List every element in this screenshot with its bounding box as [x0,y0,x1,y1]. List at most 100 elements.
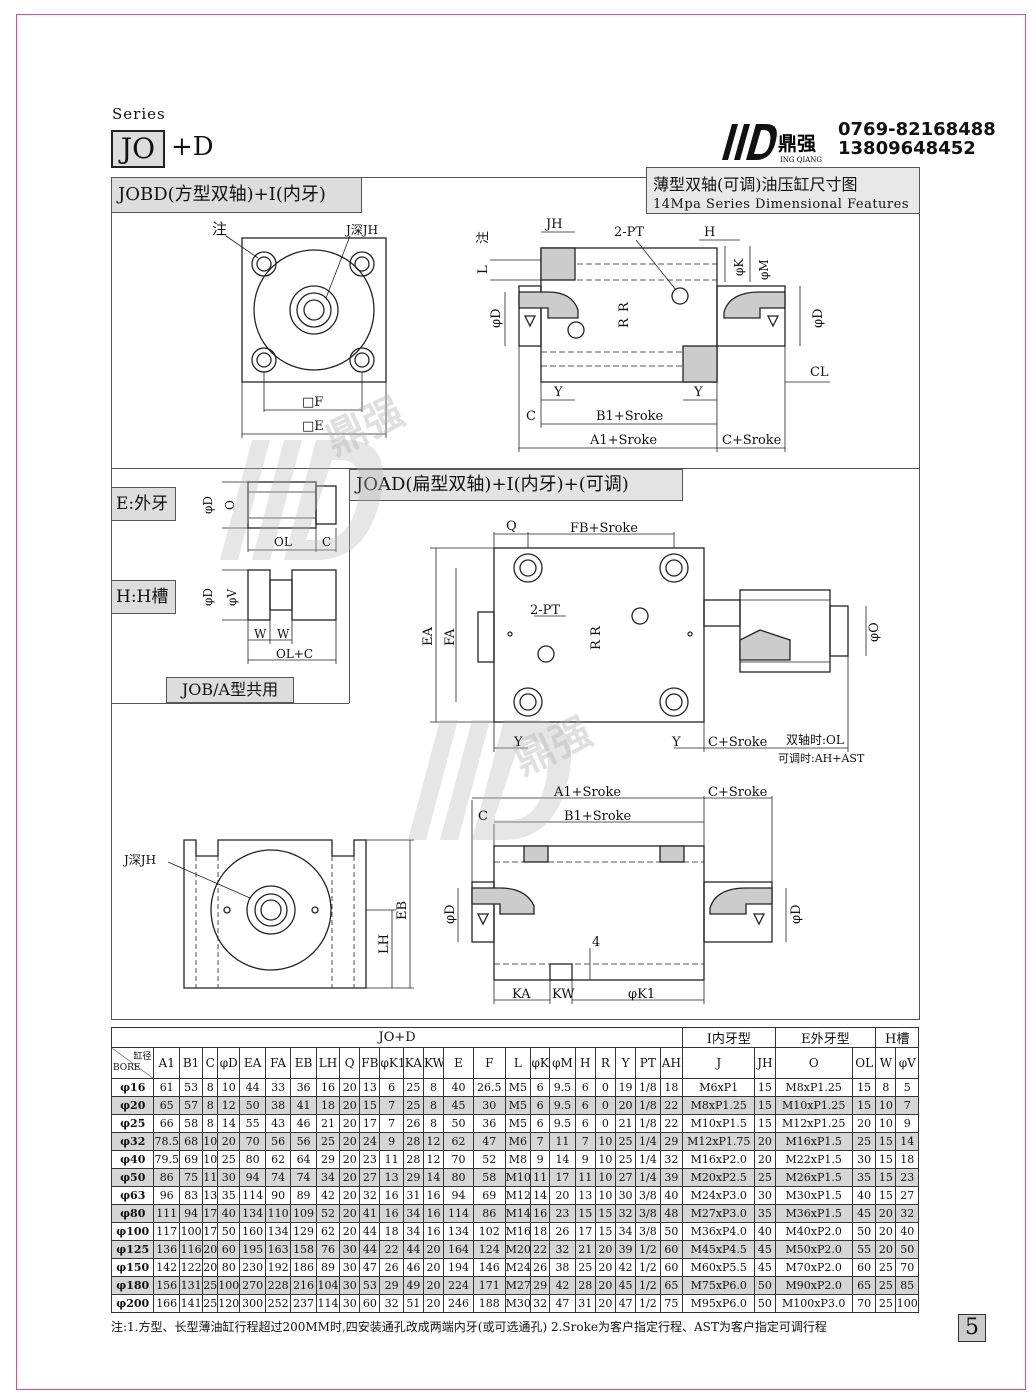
table-cell: 270 [239,1276,266,1295]
bore-cell: φ16 [110,1078,155,1097]
table-cell: 58 [178,1114,204,1133]
table-cell: 22 [659,1114,684,1133]
column-header: EA [239,1047,266,1079]
table-cell: 10 [875,1096,897,1115]
table-cell: 25 [402,1078,424,1097]
table-cell: 25 [402,1096,424,1115]
page-border [16,14,1026,1390]
table-cell: 15 [594,1222,616,1241]
table-cell: 62 [264,1150,292,1169]
table-cell: 11 [379,1150,404,1169]
column-header: EB [290,1047,317,1079]
label-2-pt-2: 2-PT [530,603,560,618]
table-cell: 40 [851,1186,877,1205]
table-cell: 9 [574,1150,596,1169]
table-cell: 40 [443,1078,474,1097]
column-header: φM [549,1047,576,1079]
table-cell: 20 [594,1276,616,1295]
table-cell: M8xP1.25 [682,1096,756,1115]
column-header: PT [635,1047,661,1079]
table-cell: 35 [217,1186,241,1205]
table-cell: 10 [594,1132,616,1151]
table-cell: M12xP1.75 [682,1132,756,1151]
table-cell: M60xP5.5 [682,1258,756,1277]
table-cell: 228 [264,1276,292,1295]
table-cell: 32 [895,1204,919,1223]
label-r-3: R [589,625,604,636]
column-header: φK [530,1047,551,1079]
table-cell: 45 [754,1240,776,1259]
table-cell: 8 [202,1096,219,1115]
table-cell: 116 [178,1240,204,1259]
table-cell: 16 [530,1204,551,1223]
table-cell: M36xP1.5 [774,1204,853,1223]
table-cell: 9 [379,1132,404,1151]
table-cell: 45 [754,1258,776,1277]
table-cell: 134 [443,1222,474,1241]
table-cell: 20 [339,1222,361,1241]
table-cell: 20 [202,1258,219,1277]
label-h: H [704,225,715,240]
table-cell: 46 [402,1258,424,1277]
bore-header-cell: 缸径 BORE [110,1047,155,1079]
contact-phones: 0769-82168488 13809648452 [838,120,996,158]
label-dual-axis: 双轴时:OL [786,732,844,747]
table-cell: 21 [315,1114,341,1133]
table-cell: 7 [895,1096,919,1115]
table-cell: 20 [851,1114,877,1133]
table-cell: 41 [359,1204,381,1223]
table-cell: 10 [202,1150,219,1169]
table-cell: 25 [315,1132,341,1151]
table-cell: 18 [315,1096,341,1115]
table-cell: 15 [754,1114,776,1133]
table-cell: 23 [549,1204,576,1223]
table-cell: 80 [239,1150,266,1169]
table-cell: 49 [402,1276,424,1295]
table-cell: 6 [379,1078,404,1097]
table-cell: M8xP1.25 [774,1078,853,1097]
label-four: 4 [592,935,600,950]
table-group-header: JO+D I内牙型 E外牙型 H槽 [110,1027,919,1048]
table-cell: 38 [549,1258,576,1277]
table-cell: 20 [339,1150,361,1169]
table-cell: 52 [472,1150,506,1169]
table-cell: 29 [530,1276,551,1295]
label-ea: EA [421,627,436,646]
label-phi-d-e: φD [201,496,215,514]
series-code: JO [111,130,165,168]
table-cell: 12 [217,1096,241,1115]
table-cell: 25 [614,1150,637,1169]
column-header: φV [895,1047,919,1079]
table-cell: 34 [614,1222,637,1241]
table-cell: 8 [875,1078,897,1097]
table-cell: 65 [153,1096,180,1115]
table-cell: 10 [202,1132,219,1151]
table-cell: 57 [178,1096,204,1115]
table-cell: 10 [217,1078,241,1097]
table-cell: 142 [153,1258,180,1277]
table-cell: 14 [422,1168,445,1187]
table-cell: 7 [379,1096,404,1115]
table-cell: 20 [422,1258,445,1277]
table-cell: 1/4 [635,1168,661,1187]
table-cell: 42 [549,1276,576,1295]
table-cell: 23 [359,1150,381,1169]
series-suffix: +D [171,132,214,162]
table-cell: 18 [379,1222,404,1241]
table-cell: 188 [472,1294,506,1313]
table-cell: 14 [217,1114,241,1133]
table-cell: 45 [614,1276,637,1295]
table-cell: 9.5 [549,1114,576,1133]
section1-subtitle: 薄型双轴(可调)油压缸尺寸图 14Mpa Series Dimensional … [646,167,920,214]
table-cell: 1/2 [635,1258,661,1277]
table-cell: 192 [264,1258,292,1277]
label-phi-d-4: φD [789,904,804,924]
table-cell: 26.5 [472,1078,506,1097]
table-cell: 158 [290,1240,317,1259]
label-r-2: R [617,317,632,328]
table-cell: 50 [754,1276,776,1295]
table-cell: 18 [530,1222,551,1241]
